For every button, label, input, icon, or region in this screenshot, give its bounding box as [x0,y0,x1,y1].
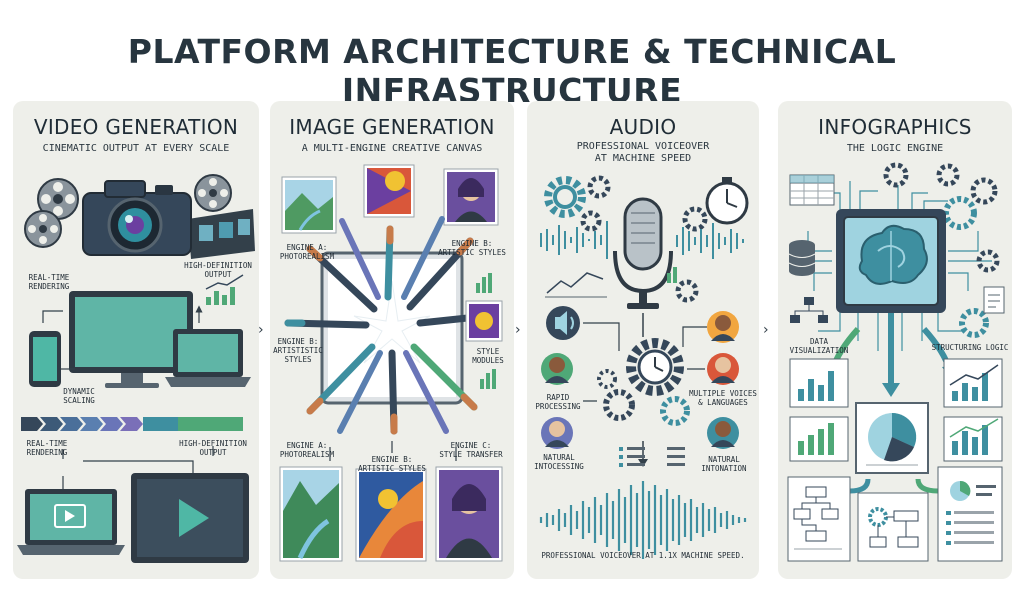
style-bars-icon [480,369,496,389]
flow-arrow-icon: › [515,322,521,338]
bar-chart-card [943,416,1003,462]
panel-subtitle: CINEMATIC OUTPUT AT EVERY SCALE [42,143,230,154]
label-style-modules: STYLE MODULES [472,347,504,365]
panel-title: AUDIO [609,115,677,139]
label-data-visualization: DATA VISUALIZATION [789,337,849,355]
panel-audio: AUDIO PROFESSIONAL VOICEOVER AT MACHINE … [527,101,759,579]
film-strip-icon [188,209,255,259]
landscape-thumbnail [279,466,343,562]
avatar [707,311,739,343]
infographics-illustration [787,162,1005,562]
page-title: PLATFORM ARCHITECTURE & TECHNICAL INFRAS… [127,32,897,110]
process-diagram [857,492,929,562]
list-icon [619,447,685,467]
flowchart-document [787,476,851,562]
audio-footer-caption: PROFESSIONAL VOICEOVER AT 1.1X MACHINE S… [541,551,745,560]
document-icon [983,286,1005,314]
label-engine-b-left: ENGINE B: ARTISTISTIC STYLES [273,337,323,364]
audio-illustration [539,175,749,559]
label-hd-output-bottom: HIGH-DEFINITION OUTPUT [179,439,247,457]
label-rapid-processing: RAPID PROCESSING [535,393,581,411]
film-reel-icon [24,174,232,248]
panel-image-generation: IMAGE GENERATION A MULTI-ENGINE CREATIVE… [270,101,514,579]
flow-arrow-icon: › [763,322,769,338]
panel-subtitle: PROFESSIONAL VOICEOVER AT MACHINE SPEED [576,141,710,164]
character-portrait-thumbnail [435,466,503,562]
landscape-thumbnail [281,176,337,234]
bar-chart-icon [667,267,677,283]
camera-icon [82,180,192,256]
gear-icon [544,175,708,303]
avatar [707,417,739,449]
abstract-art-thumbnail [363,164,415,218]
ai-brain-chip-icon [836,209,946,313]
video-illustration [17,174,255,563]
waveform-icon [540,221,744,259]
clock-gear-icon [597,338,690,426]
panel-infographics: INFOGRAPHICS THE LOGIC ENGINE [778,101,1012,579]
waveform-icon [539,481,747,559]
bar-chart-card [789,358,849,408]
label-realtime-rendering-bottom: REAL-TIME RENDERING [26,439,68,457]
label-engine-b-bottom: ENGINE B: ARTISTIC STYLES [358,455,426,473]
bar-chart-card [789,416,849,462]
style-module-thumbnail [465,300,503,342]
panel-title: INFOGRAPHICS [818,115,972,139]
label-engine-c-bottom: ENGINE C: STYLE TRANSFER [439,441,503,459]
label-engine-a-bottom: ENGINE A: PHOTOREALISM [279,441,335,459]
scaling-progress-bar [21,417,243,431]
gear-icon [883,162,1000,338]
label-natural-intonation: NATURAL INTONATION [701,455,747,473]
character-portrait-thumbnail [443,168,499,226]
label-hd-output-top: HIGH-DEFINITION OUTPUT [184,261,252,279]
label-dynamic-scaling: DYNAMIC SCALING [63,387,95,405]
label-engine-a-top: ENGINE A: PHOTOREALISM [279,243,335,261]
laptop-icon [165,329,251,387]
pie-chart-card [855,402,929,474]
panel-video-generation: VIDEO GENERATION CINEMATIC OUTPUT AT EVE… [13,101,259,579]
panel-title: VIDEO GENERATION [33,115,239,139]
speaker-icon [546,306,580,340]
flow-arrow-icon: › [258,322,264,338]
label-natural-intocessing: NATURAL INTOCESSING [534,453,584,471]
stopwatch-icon [705,177,749,225]
style-bars-icon [476,273,492,293]
line-chart-card [943,358,1003,408]
label-realtime-rendering-top: REAL-TIME RENDERING [28,273,70,291]
panel-subtitle: THE LOGIC ENGINE [846,143,944,154]
avatar [707,353,739,385]
phone-icon [29,331,61,387]
database-icon [788,240,816,276]
growth-chart-icon [205,274,244,305]
desktop-monitor-icon [69,291,193,388]
avatar [541,353,573,385]
image-illustration [279,164,503,562]
spreadsheet-icon [789,174,835,206]
panel-subtitle: A MULTI-ENGINE CREATIVE CANVAS [301,143,483,154]
panel-title: IMAGE GENERATION [289,115,495,139]
abstract-art-thumbnail [355,468,427,562]
label-multiple-voices: MULTIPLE VOICES & LANGUAGES [689,389,757,407]
label-structuring-logic: STRUCTURING LOGIC [931,343,1009,352]
org-chart-icon [790,297,828,323]
microphone-icon [613,197,673,309]
avatar [541,417,573,449]
laptop-play-icon [17,489,125,555]
label-engine-b-top: ENGINE B: ARTISTIC STYLES [438,239,506,257]
dashboard-card [937,466,1003,562]
monitor-play-icon [131,473,249,563]
